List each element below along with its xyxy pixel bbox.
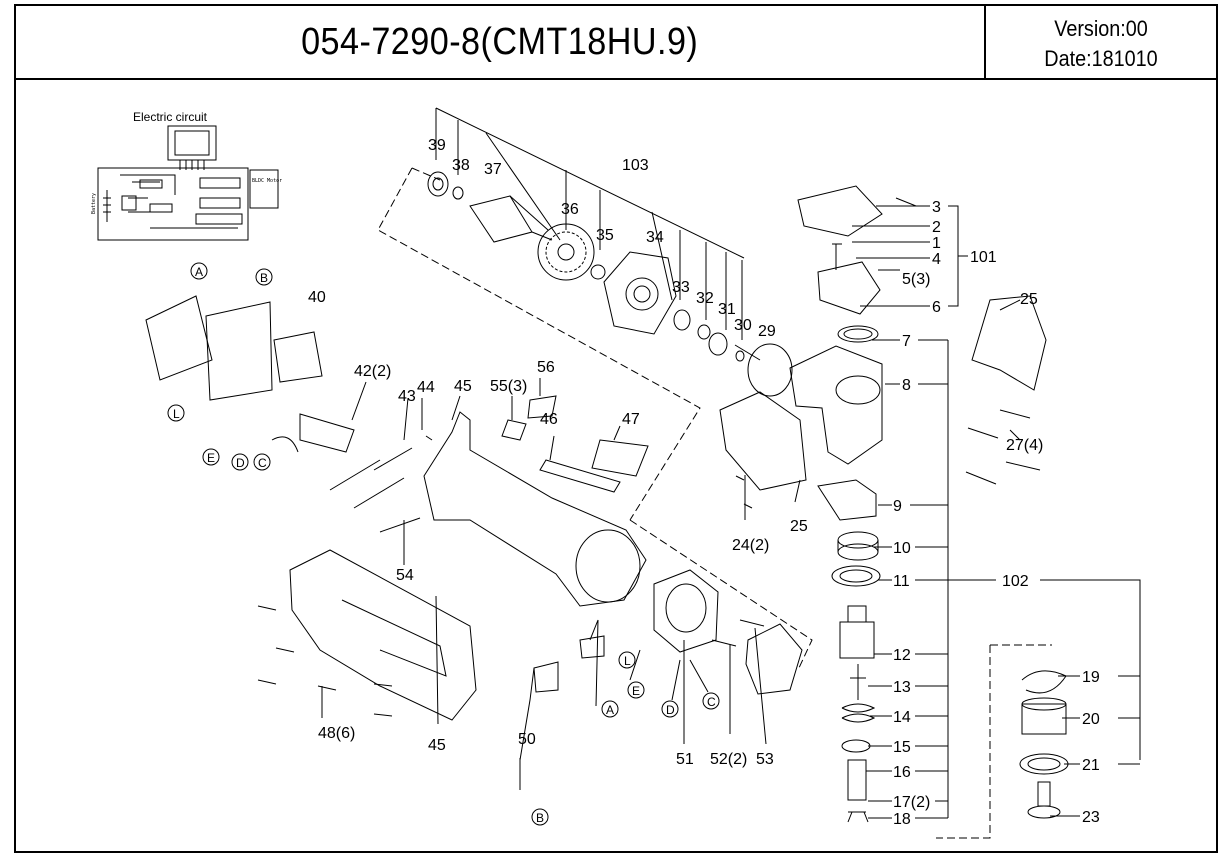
part-label-21: 21	[1082, 757, 1100, 774]
part-label-20: 20	[1082, 711, 1100, 728]
part-label-43: 43	[398, 388, 416, 405]
circuit-motor-label: BLDC Motor	[252, 178, 282, 184]
part-label-53: 53	[756, 751, 774, 768]
part-label-55: 55(3)	[490, 378, 527, 395]
connector-c-top: C	[258, 456, 267, 470]
part-label-39: 39	[428, 137, 446, 154]
part-label-35: 35	[596, 227, 614, 244]
version-block: Version:00 Date:181010	[986, 6, 1216, 80]
leader-lines	[321, 107, 1141, 819]
connector-b-top: B	[260, 271, 268, 285]
part-label-17: 17(2)	[893, 794, 930, 811]
drawing-title: 054-7290-8(CMT18HU.9)	[301, 20, 699, 63]
part-label-13: 13	[893, 679, 911, 696]
connector-markers: A B L E D C L E D C A B	[167, 262, 720, 826]
part-label-18: 18	[893, 811, 911, 828]
part-label-38: 38	[452, 157, 470, 174]
part-label-5: 5(3)	[902, 271, 930, 288]
connector-l-bottom: L	[624, 654, 631, 668]
part-label-52: 52(2)	[710, 751, 747, 768]
part-label-34: 34	[646, 229, 664, 246]
part-label-25-housing: 25	[790, 518, 808, 535]
part-label-32: 32	[696, 290, 714, 307]
part-label-37: 37	[484, 161, 502, 178]
connector-e-bottom: E	[632, 684, 640, 698]
title-block: 054-7290-8(CMT18HU.9)	[16, 6, 986, 80]
part-label-54: 54	[396, 567, 414, 584]
parts-artwork	[145, 171, 1069, 823]
part-label-42: 42(2)	[354, 363, 391, 380]
part-label-15: 15	[893, 739, 911, 756]
connector-a-top: A	[195, 265, 203, 279]
part-label-30: 30	[734, 317, 752, 334]
drawing-sheet: 054-7290-8(CMT18HU.9) Version:00 Date:18…	[14, 4, 1218, 853]
part-label-23: 23	[1082, 809, 1100, 826]
electric-circuit-schematic: Electric circuit Battery BLDC Motor	[91, 110, 282, 241]
part-label-25-guard: 25	[1020, 291, 1038, 308]
part-number-labels: 3 2 1 4 5(3) 6 101 25 7 8 27(4) 9 10 11 …	[308, 137, 1100, 828]
part-label-19: 19	[1082, 669, 1100, 686]
part-label-27: 27(4)	[1006, 437, 1043, 454]
part-label-101: 101	[970, 249, 997, 266]
part-label-14: 14	[893, 709, 911, 726]
part-label-29: 29	[758, 323, 776, 340]
part-label-3: 3	[932, 199, 941, 216]
part-label-48: 48(6)	[318, 725, 355, 742]
connector-e-top: E	[207, 451, 215, 465]
part-label-6: 6	[932, 299, 941, 316]
part-label-7: 7	[902, 333, 911, 350]
part-label-36: 36	[561, 201, 579, 218]
part-label-102: 102	[1002, 573, 1029, 590]
part-label-47: 47	[622, 411, 640, 428]
part-label-11: 11	[893, 573, 910, 590]
part-label-46: 46	[540, 411, 558, 428]
part-label-2: 2	[932, 219, 941, 236]
part-label-16: 16	[893, 764, 911, 781]
part-label-31: 31	[718, 301, 736, 318]
part-label-4: 4	[932, 251, 941, 268]
part-label-50: 50	[518, 731, 536, 748]
connector-l-top: L	[173, 407, 180, 421]
circuit-battery-label: Battery	[91, 193, 97, 214]
part-label-9: 9	[893, 498, 902, 515]
circuit-title: Electric circuit	[133, 110, 208, 124]
version-text: Version:00	[1054, 16, 1148, 41]
date-text: Date:181010	[1044, 46, 1158, 71]
part-label-45-main: 45	[454, 378, 472, 395]
part-label-10: 10	[893, 540, 911, 557]
part-label-103: 103	[622, 157, 649, 174]
part-label-8: 8	[902, 377, 911, 394]
grouping-dashed-lines	[377, 167, 1052, 839]
part-label-33: 33	[672, 279, 690, 296]
connector-d-top: D	[236, 456, 245, 470]
connector-d-bottom: D	[666, 703, 675, 717]
part-label-40: 40	[308, 289, 326, 306]
part-label-56: 56	[537, 359, 555, 376]
part-label-1: 1	[932, 235, 941, 252]
part-label-45-cover: 45	[428, 737, 446, 754]
connector-c-bottom: C	[707, 695, 716, 709]
part-label-24: 24(2)	[732, 537, 769, 554]
part-label-44: 44	[417, 379, 435, 396]
part-label-51: 51	[676, 751, 694, 768]
part-label-12: 12	[893, 647, 911, 664]
connector-b-bottom: B	[536, 811, 544, 825]
connector-a-bottom: A	[606, 703, 614, 717]
